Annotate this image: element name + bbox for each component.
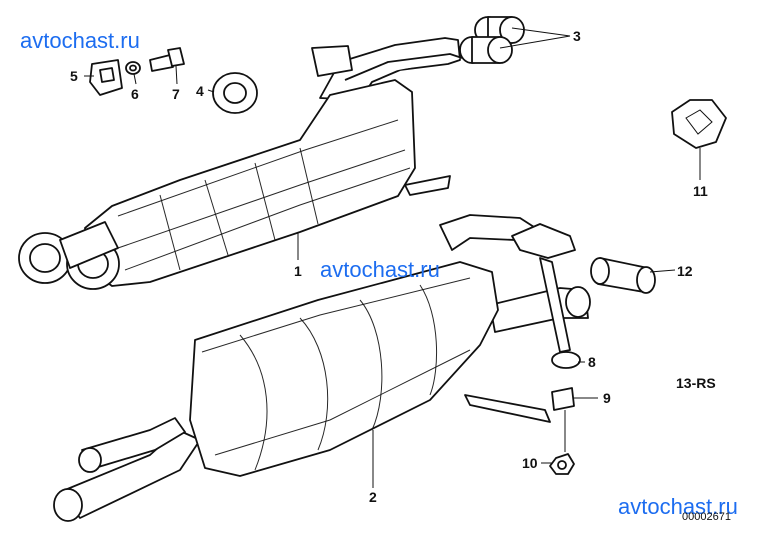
callout-6: 6 (131, 86, 139, 102)
watermark: avtochast.ru (618, 494, 738, 519)
watermark: avtochast.ru (20, 28, 140, 53)
watermark: avtochast.ru (320, 257, 440, 282)
rubber-rings-part-3 (459, 16, 525, 64)
callout-1: 1 (294, 263, 302, 279)
hanger-assembly (511, 223, 581, 475)
callout-7: 7 (172, 86, 180, 102)
callout-11: 11 (693, 183, 708, 199)
sleeve-part-12 (590, 257, 656, 294)
gasket-ring-part-4 (212, 72, 258, 114)
callout-9: 9 (603, 390, 611, 406)
callout-3: 3 (573, 28, 581, 44)
rear-muffler-part-2 (53, 214, 591, 522)
bolt-part-7 (149, 47, 185, 72)
washer-part-6 (125, 61, 141, 75)
callout-5: 5 (70, 68, 78, 84)
callout-labels: 1 2 3 4 5 6 7 8 9 10 11 12 13-RS (70, 28, 716, 505)
callout-10: 10 (522, 455, 538, 471)
leader-lines (84, 27, 701, 488)
callout-8: 8 (588, 354, 596, 370)
watermark-group: avtochast.ru avtochast.ru avtochast.ru (20, 28, 738, 519)
callout-4: 4 (196, 83, 204, 99)
rubber-mount-part-11 (671, 99, 727, 149)
bracket-clip-part-5 (89, 59, 123, 96)
drawing-code: 00002671 (682, 511, 731, 523)
callout-12: 12 (677, 263, 693, 279)
front-muffler-part-1 (18, 37, 463, 290)
callout-2: 2 (369, 489, 377, 505)
variant-label: 13-RS (676, 375, 716, 391)
